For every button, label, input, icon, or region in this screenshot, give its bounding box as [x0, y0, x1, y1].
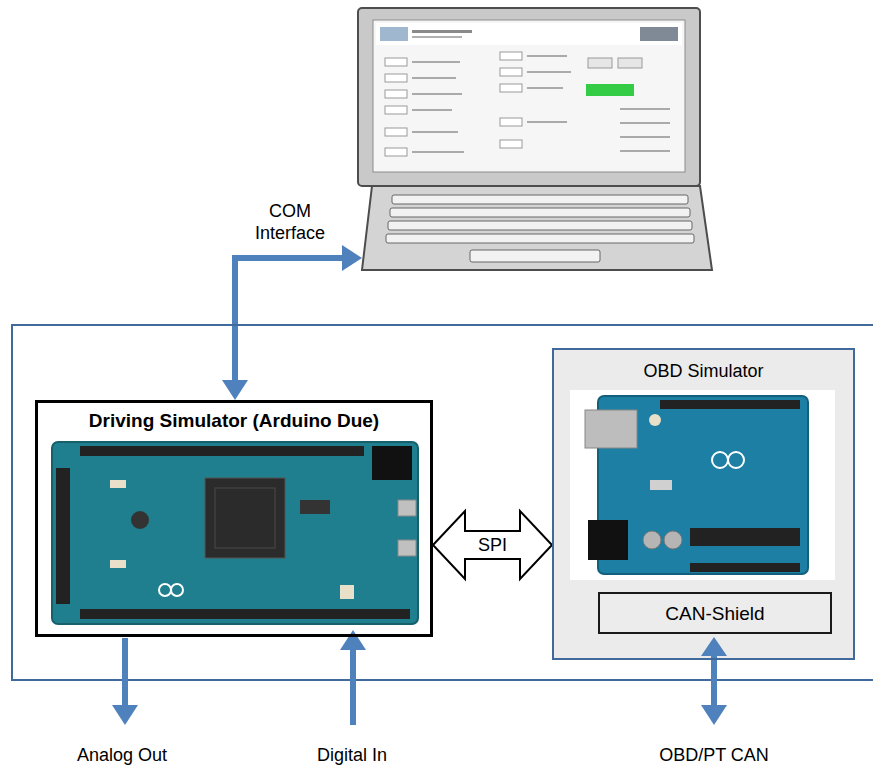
gui-field [385, 106, 407, 114]
pin-header [660, 400, 800, 409]
power-jack [372, 446, 412, 480]
logo-mark [712, 452, 728, 468]
gui-button [588, 58, 612, 68]
laptop-lid [358, 8, 700, 186]
gui-text-line [620, 150, 670, 152]
logo-mark [159, 584, 171, 596]
microcontroller-chip [205, 478, 285, 558]
gui-button [618, 58, 642, 68]
usb-port [398, 500, 416, 516]
pin-header [56, 468, 70, 604]
arrow-head [342, 245, 362, 271]
com-arrow-line [235, 258, 346, 384]
gui-text-line [527, 121, 567, 123]
double-arrow-connector [433, 511, 552, 579]
keyboard-row [390, 208, 690, 217]
microcontroller-chip [690, 528, 800, 546]
gui-text-line [412, 109, 452, 111]
system-frame [12, 325, 873, 680]
arrow-head [701, 637, 727, 656]
crystal [650, 480, 672, 490]
keyboard-row [388, 221, 692, 230]
gui-text-line [620, 136, 670, 138]
gui-text-line [620, 122, 670, 124]
keyboard-row [392, 195, 688, 204]
component [110, 480, 126, 488]
capacitor [643, 531, 661, 549]
gui-text-line [620, 108, 670, 110]
usb-port [398, 540, 416, 556]
driving-simulator-box: Driving Simulator (Arduino Due) [35, 400, 433, 637]
gui-field [500, 52, 522, 60]
touchpad [470, 250, 600, 262]
keyboard-row [386, 234, 694, 243]
gui-field [500, 68, 522, 76]
gui-text-line [527, 55, 567, 57]
logo-mark [728, 452, 744, 468]
gui-text-line [412, 77, 456, 79]
gui-field [500, 84, 522, 92]
component [131, 511, 149, 529]
pin-header [80, 609, 410, 619]
power-jack [588, 520, 628, 560]
laptop-screen [373, 20, 685, 172]
gui-field [385, 58, 407, 66]
gui-field [385, 148, 407, 156]
digital-in-line [350, 648, 356, 725]
gui-heading-line [412, 30, 472, 33]
arrow-head [701, 705, 727, 725]
can-shield-box: CAN-Shield [598, 592, 832, 634]
logo-mark [171, 584, 183, 596]
analog-out-line [122, 638, 128, 708]
obd-box-fill [553, 349, 854, 659]
photo-ground [570, 390, 835, 580]
can-bus-line [711, 655, 717, 708]
laptop-base [362, 186, 712, 270]
gui-text-line [412, 61, 460, 63]
gui-text-line [412, 151, 464, 153]
obd-simulator-box: OBD SimulatorCAN-Shield [552, 348, 855, 660]
gui-status-lamp [586, 84, 634, 96]
gui-field [385, 128, 407, 136]
gui-text-line [527, 71, 571, 73]
gui-field [385, 90, 407, 98]
arrow-head [222, 380, 248, 400]
node-title: Driving Simulator (Arduino Due) [48, 409, 420, 432]
chip-marking [215, 488, 275, 548]
component [300, 500, 330, 514]
gui-text-line [412, 93, 462, 95]
arduino-due-board [52, 442, 418, 624]
gui-logo [380, 27, 408, 41]
gui-header [376, 23, 682, 45]
reset-button [649, 414, 661, 426]
node-title: CAN-Shield [665, 602, 764, 625]
gui-text-line [412, 131, 458, 133]
gui-field [500, 118, 522, 126]
component [110, 560, 126, 568]
gui-logo [640, 27, 678, 41]
interface-label: COM Interface [235, 200, 345, 244]
bus-label: SPI [476, 534, 509, 556]
pin-header [80, 446, 364, 456]
usb-port [585, 410, 637, 448]
arrow-head [340, 630, 366, 650]
capacitor [664, 531, 682, 549]
signal-label: Analog Out [47, 744, 197, 766]
reset-button [340, 585, 354, 599]
bus-label: OBD/PT CAN [629, 744, 799, 766]
gui-field [500, 140, 522, 148]
arrow-head [112, 705, 138, 725]
gui-text-line [527, 87, 563, 89]
node-title: OBD Simulator [564, 360, 843, 382]
signal-label: Digital In [277, 744, 427, 766]
pin-header [690, 563, 800, 572]
gui-field [385, 74, 407, 82]
gui-heading-line [412, 36, 462, 38]
